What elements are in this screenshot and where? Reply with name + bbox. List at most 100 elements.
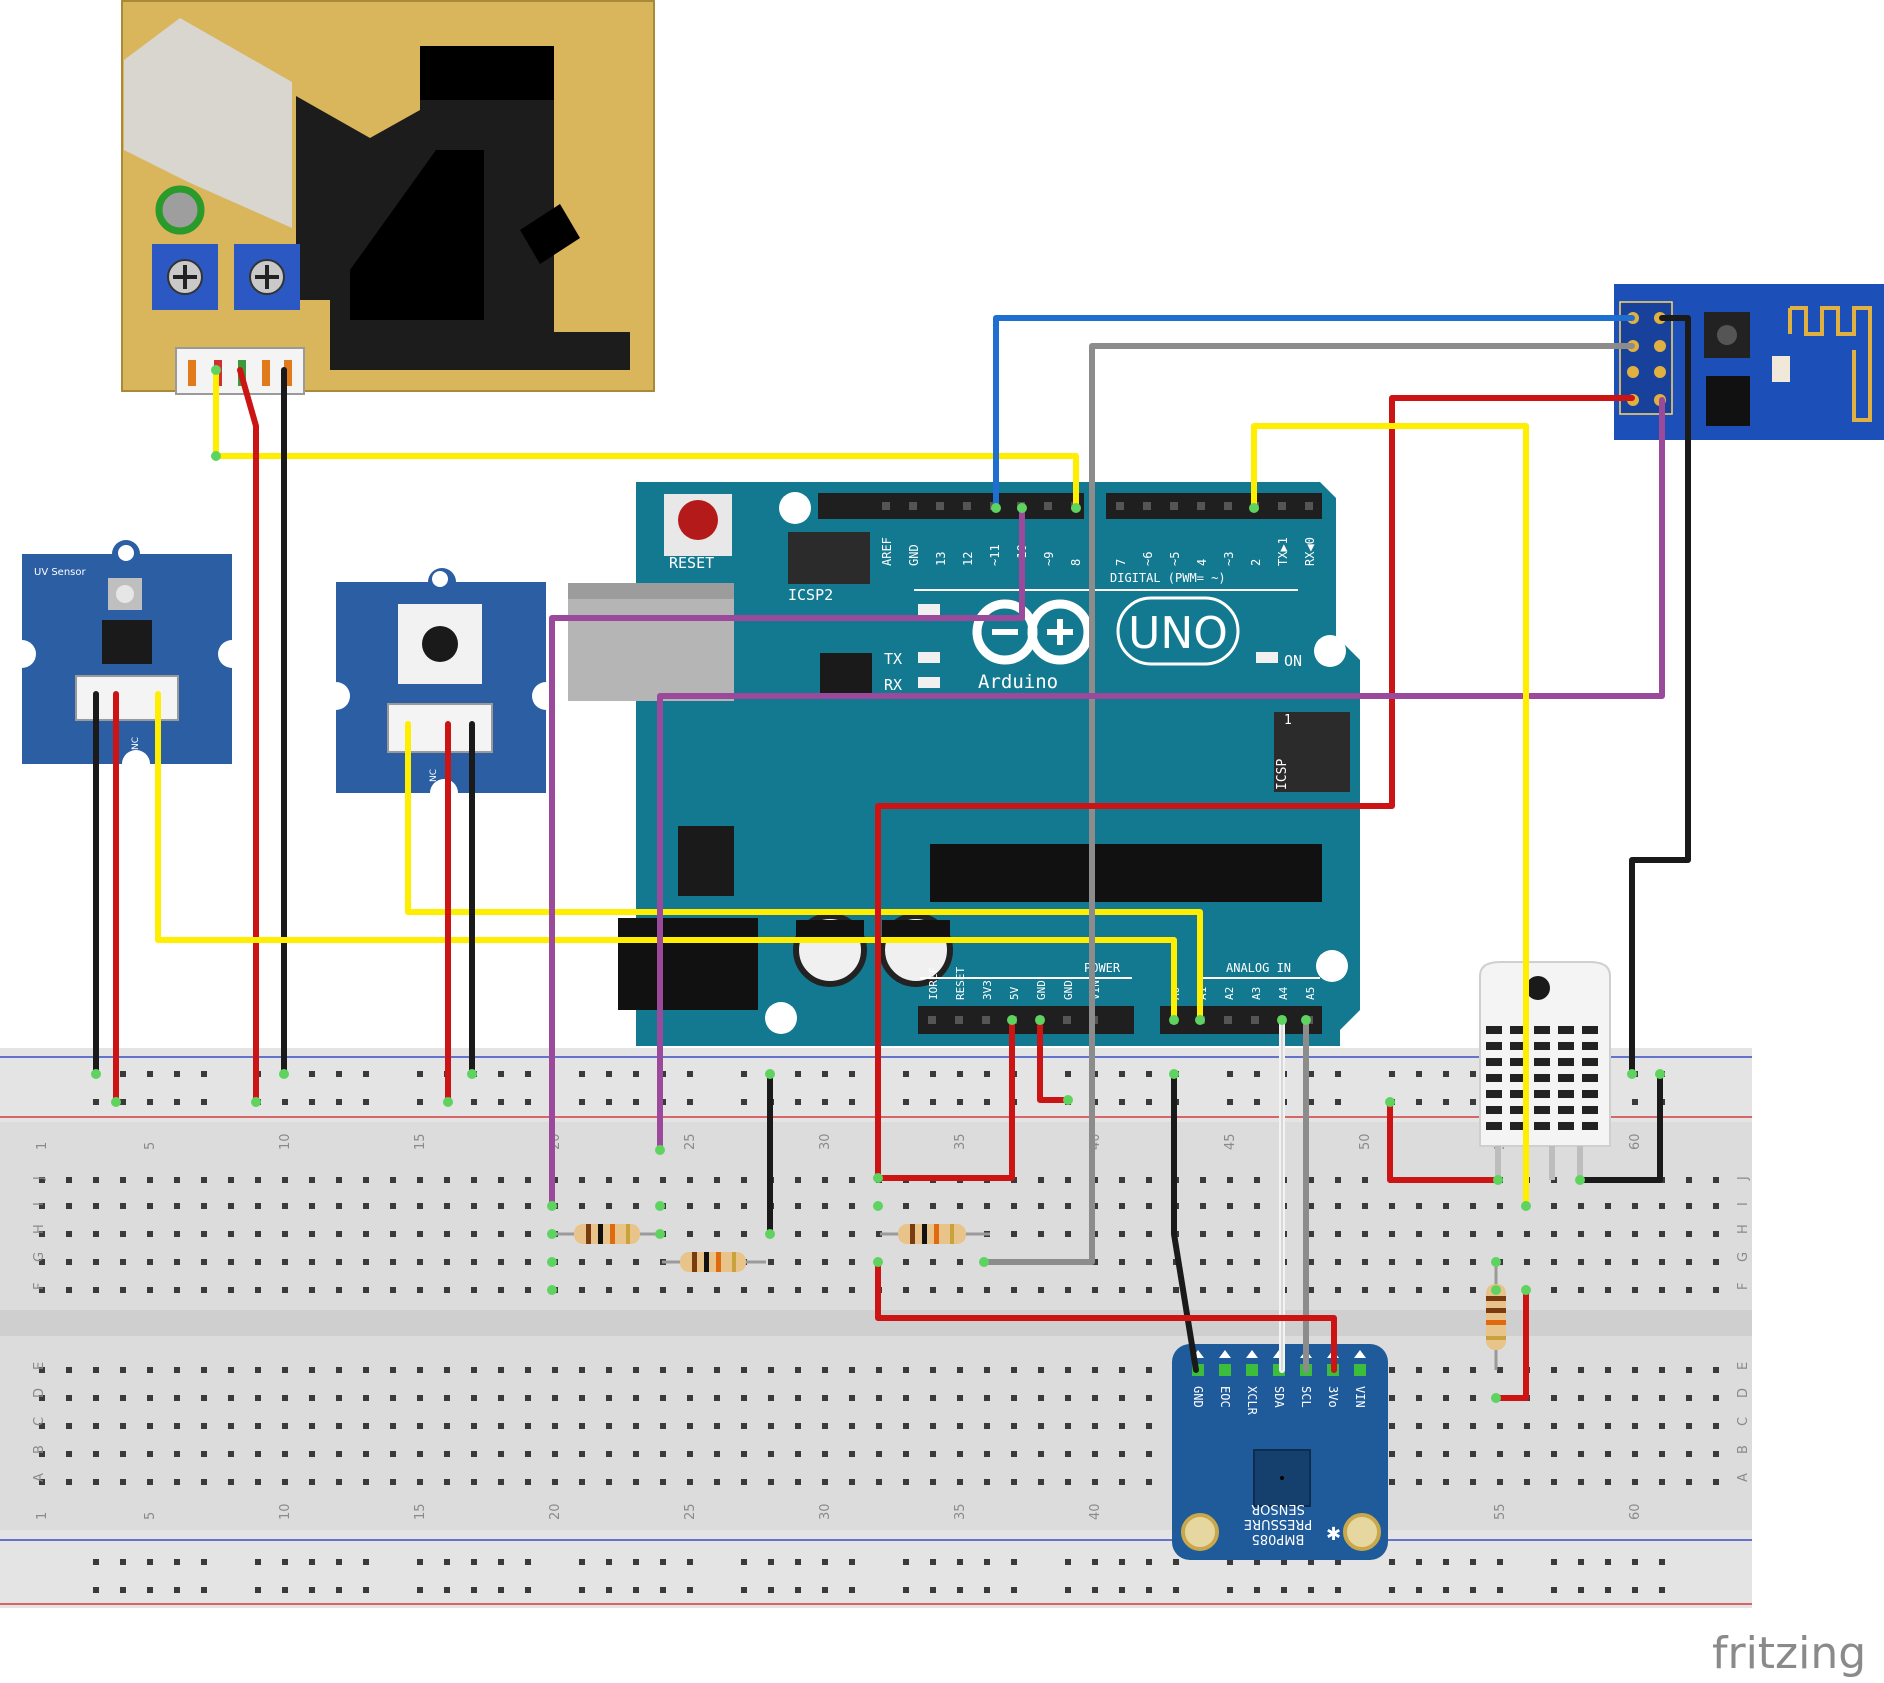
breadboard-hole[interactable] [1686, 1203, 1692, 1209]
breadboard-hole[interactable] [660, 1479, 666, 1485]
breadboard-hole[interactable] [1605, 1423, 1611, 1429]
breadboard-hole[interactable] [552, 1395, 558, 1401]
rail-hole[interactable] [471, 1559, 477, 1565]
rail-hole[interactable] [1146, 1587, 1152, 1593]
rail-hole[interactable] [1119, 1559, 1125, 1565]
breadboard-hole[interactable] [363, 1395, 369, 1401]
breadboard-hole[interactable] [1146, 1203, 1152, 1209]
breadboard-hole[interactable] [1119, 1287, 1125, 1293]
rail-hole[interactable] [1335, 1587, 1341, 1593]
rail-hole[interactable] [957, 1559, 963, 1565]
breadboard-hole[interactable] [1254, 1177, 1260, 1183]
breadboard-hole[interactable] [687, 1479, 693, 1485]
breadboard-hole[interactable] [498, 1395, 504, 1401]
breadboard-hole[interactable] [1200, 1287, 1206, 1293]
breadboard-hole[interactable] [525, 1395, 531, 1401]
breadboard-hole[interactable] [1686, 1479, 1692, 1485]
breadboard-hole[interactable] [120, 1367, 126, 1373]
breadboard-hole[interactable] [282, 1451, 288, 1457]
rail-hole[interactable] [525, 1099, 531, 1105]
breadboard-hole[interactable] [282, 1423, 288, 1429]
rail-hole[interactable] [1173, 1559, 1179, 1565]
breadboard-hole[interactable] [174, 1423, 180, 1429]
breadboard-hole[interactable] [579, 1287, 585, 1293]
breadboard-hole[interactable] [1713, 1479, 1719, 1485]
breadboard-hole[interactable] [1632, 1395, 1638, 1401]
breadboard-hole[interactable] [1497, 1451, 1503, 1457]
breadboard-hole[interactable] [1551, 1423, 1557, 1429]
breadboard-hole[interactable] [930, 1367, 936, 1373]
breadboard-hole[interactable] [849, 1177, 855, 1183]
rail-hole[interactable] [606, 1587, 612, 1593]
breadboard-hole[interactable] [741, 1367, 747, 1373]
breadboard-hole[interactable] [1416, 1231, 1422, 1237]
breadboard-hole[interactable] [309, 1479, 315, 1485]
breadboard-hole[interactable] [1578, 1423, 1584, 1429]
breadboard-hole[interactable] [417, 1231, 423, 1237]
breadboard-hole[interactable] [1524, 1231, 1530, 1237]
rail-hole[interactable] [147, 1071, 153, 1077]
breadboard-hole[interactable] [876, 1479, 882, 1485]
breadboard-hole[interactable] [120, 1479, 126, 1485]
breadboard-hole[interactable] [282, 1203, 288, 1209]
breadboard-hole[interactable] [309, 1231, 315, 1237]
rail-hole[interactable] [1551, 1559, 1557, 1565]
breadboard-hole[interactable] [39, 1423, 45, 1429]
rail-hole[interactable] [1254, 1099, 1260, 1105]
rail-hole[interactable] [282, 1587, 288, 1593]
breadboard-hole[interactable] [66, 1259, 72, 1265]
breadboard-hole[interactable] [363, 1231, 369, 1237]
breadboard-hole[interactable] [984, 1287, 990, 1293]
breadboard-hole[interactable] [957, 1367, 963, 1373]
breadboard-hole[interactable] [1578, 1287, 1584, 1293]
rail-hole[interactable] [1227, 1587, 1233, 1593]
breadboard-hole[interactable] [66, 1367, 72, 1373]
rail-hole[interactable] [930, 1559, 936, 1565]
rail-hole[interactable] [930, 1099, 936, 1105]
breadboard-hole[interactable] [1011, 1451, 1017, 1457]
breadboard-hole[interactable] [1308, 1231, 1314, 1237]
rail-hole[interactable] [174, 1559, 180, 1565]
rail-hole[interactable] [741, 1071, 747, 1077]
breadboard-hole[interactable] [444, 1479, 450, 1485]
breadboard-hole[interactable] [1335, 1259, 1341, 1265]
breadboard-hole[interactable] [1551, 1231, 1557, 1237]
bmp085-pin[interactable] [1354, 1364, 1366, 1376]
breadboard-hole[interactable] [741, 1479, 747, 1485]
breadboard-hole[interactable] [1119, 1395, 1125, 1401]
breadboard-hole[interactable] [66, 1479, 72, 1485]
breadboard-hole[interactable] [984, 1395, 990, 1401]
breadboard-hole[interactable] [417, 1287, 423, 1293]
breadboard-hole[interactable] [174, 1203, 180, 1209]
breadboard-hole[interactable] [849, 1451, 855, 1457]
breadboard-hole[interactable] [1227, 1177, 1233, 1183]
rail-hole[interactable] [309, 1099, 315, 1105]
rail-hole[interactable] [471, 1587, 477, 1593]
breadboard-hole[interactable] [1551, 1259, 1557, 1265]
rail-hole[interactable] [579, 1071, 585, 1077]
breadboard-hole[interactable] [552, 1423, 558, 1429]
breadboard-hole[interactable] [633, 1423, 639, 1429]
breadboard-hole[interactable] [1389, 1259, 1395, 1265]
rail-hole[interactable] [1065, 1587, 1071, 1593]
breadboard-hole[interactable] [930, 1451, 936, 1457]
bmp085-pin[interactable] [1219, 1364, 1231, 1376]
breadboard-hole[interactable] [876, 1395, 882, 1401]
breadboard-hole[interactable] [1092, 1451, 1098, 1457]
breadboard-hole[interactable] [93, 1395, 99, 1401]
breadboard-hole[interactable] [1254, 1203, 1260, 1209]
breadboard-hole[interactable] [1416, 1479, 1422, 1485]
breadboard-hole[interactable] [984, 1367, 990, 1373]
breadboard-hole[interactable] [390, 1423, 396, 1429]
rail-hole[interactable] [1119, 1587, 1125, 1593]
breadboard-hole[interactable] [417, 1203, 423, 1209]
rail-hole[interactable] [1308, 1559, 1314, 1565]
breadboard-hole[interactable] [1092, 1479, 1098, 1485]
breadboard-hole[interactable] [1227, 1203, 1233, 1209]
breadboard-hole[interactable] [957, 1259, 963, 1265]
rail-hole[interactable] [903, 1587, 909, 1593]
breadboard-hole[interactable] [1632, 1287, 1638, 1293]
breadboard-hole[interactable] [1146, 1287, 1152, 1293]
breadboard-hole[interactable] [822, 1479, 828, 1485]
breadboard-hole[interactable] [741, 1395, 747, 1401]
